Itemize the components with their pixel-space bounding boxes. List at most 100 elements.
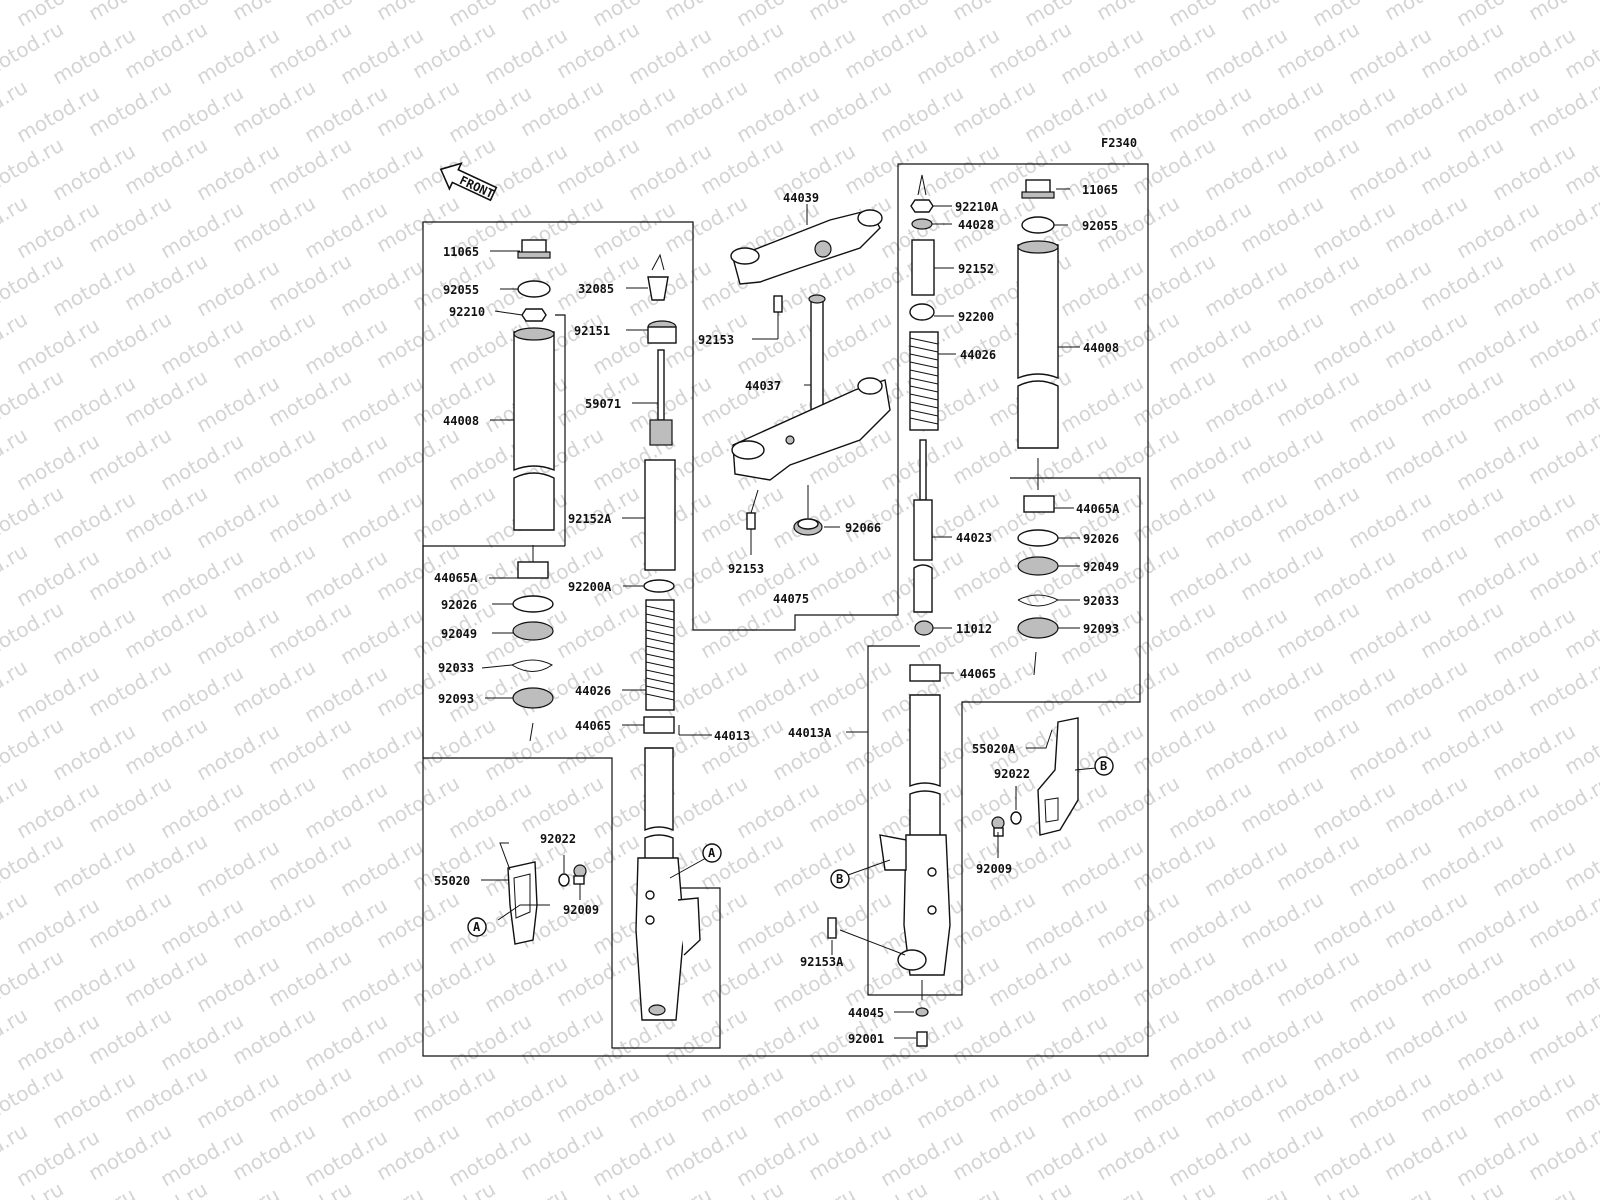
part-label: 92152 [958,262,994,276]
reference-marker-b-upper: B [1094,756,1114,776]
left-inner-group-frame [555,314,566,546]
part-label: 44023 [956,531,992,545]
right-top-cap [1021,179,1055,199]
part-label: 92210A [955,200,999,214]
left-guide-bush [517,561,549,579]
right-oil-seal [1017,556,1059,576]
left-nut [521,308,547,322]
left-washer-92200A [643,579,675,593]
right-outer-tube [1017,240,1059,449]
left-damper-rod [657,349,665,421]
left-outer-tube [513,327,555,531]
part-label: 92093 [438,692,474,706]
part-label: 44065A [1076,502,1120,516]
part-label: 44013A [788,726,832,740]
part-label: 92009 [563,903,599,917]
right-damper-cylinder [913,499,933,613]
part-label: 55020A [972,742,1016,756]
right-slide-bush-44065 [909,664,941,682]
right-guide-bush [1023,495,1055,513]
right-fork-slider [879,834,951,976]
part-label: 11065 [443,245,479,259]
part-label: 92200A [568,580,612,594]
right-washer-92200 [909,303,935,321]
right-damper-rod [919,439,927,501]
part-label: 44065 [960,667,996,681]
left-fork-spring [645,599,675,711]
part-label: 59071 [585,397,621,411]
svg-text:A: A [708,846,716,860]
part-label: 92153 [728,562,764,576]
part-label: 92093 [1083,622,1119,636]
part-label: 44026 [960,348,996,362]
right-spacer-92152 [911,239,935,296]
part-label: 92026 [1083,532,1119,546]
right-washer-44045 [915,1007,929,1017]
part-label: 92151 [574,324,610,338]
part-label: 11065 [1082,183,1118,197]
right-fork-spring [909,331,939,431]
right-dust-seal [1017,617,1059,639]
part-label: 44026 [575,684,611,698]
lower-triple-clamp [731,377,891,481]
part-label: 44065 [575,719,611,733]
part-label: 92055 [1082,219,1118,233]
left-damper-valve [649,419,673,446]
svg-text:B: B [1100,759,1107,773]
part-label: 92026 [441,598,477,612]
part-label: 44075 [773,592,809,606]
reference-marker-a-upper: A [702,843,722,863]
front-label: FRONT [457,173,496,201]
part-label: 44008 [443,414,479,428]
callout-labels: 11065 92055 92210 44008 44065A 92026 920… [434,183,1120,1046]
right-outer-tube-group-frame [867,477,1141,996]
left-adjuster-cap [647,276,669,301]
part-label: 92200 [958,310,994,324]
svg-text:B: B [836,872,843,886]
stem-nut-92066 [793,518,823,536]
right-fork-guard [1037,717,1079,836]
part-label: 92022 [994,767,1030,781]
reference-marker-a-lower: A [467,917,487,937]
part-label: 44013 [714,729,750,743]
part-label: 92210 [449,305,485,319]
right-oil-lock-11012 [914,620,934,636]
right-drain-bolt-92001 [916,1031,928,1047]
right-retaining-ring [1017,594,1060,607]
diagram-frame [422,163,1149,1057]
right-inner-tube [909,694,941,841]
part-label: 44045 [848,1006,884,1020]
part-label: 92153A [800,955,844,969]
part-label: 55020 [434,874,470,888]
right-washer [1017,529,1059,547]
right-collar-44028 [911,218,933,230]
part-label: 92153 [698,333,734,347]
part-label: 32085 [578,282,614,296]
right-axle-bolt-92153A [827,917,837,939]
left-spacer-tube [644,459,676,571]
part-label: 92009 [976,862,1012,876]
part-label: 92001 [848,1032,884,1046]
left-dust-seal [512,687,554,709]
part-label: 44065A [434,571,478,585]
right-washer-92022 [1010,811,1022,825]
left-slide-bush [643,716,675,734]
reference-marker-b-lower: B [830,869,850,889]
part-label: 92049 [441,627,477,641]
part-label: 92049 [1083,560,1119,574]
left-washer-92022 [558,873,570,887]
part-label: 92055 [443,283,479,297]
upper-triple-clamp [730,209,883,285]
left-oil-seal [512,621,554,641]
left-top-cap [517,239,551,259]
part-label: 44028 [958,218,994,232]
part-label: 44037 [745,379,781,393]
part-label: 92033 [438,661,474,675]
left-fork-guard [507,861,538,945]
lower-clamp-bolt [746,512,756,530]
left-washer [512,595,554,613]
figure-code: F2340 [1101,136,1137,150]
upper-clamp-bolt [773,295,783,313]
part-label: 92066 [845,521,881,535]
right-nut-92210A [910,199,934,213]
